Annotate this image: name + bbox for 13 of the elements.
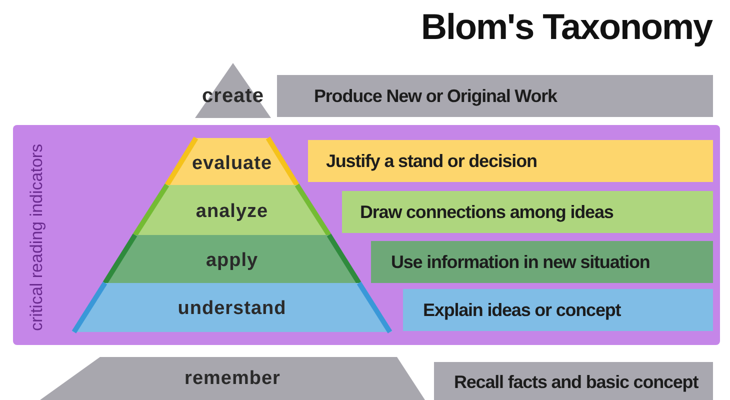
level-label: apply — [206, 250, 258, 272]
description-text: Explain ideas or concept — [422, 300, 621, 320]
level-label: remember — [184, 368, 280, 390]
level-label: analyze — [196, 201, 268, 223]
level-label: evaluate — [192, 153, 272, 175]
level-label: understand — [178, 298, 286, 320]
diagram-title: Blom's Taxonomy — [421, 6, 712, 48]
description-text: Draw connections among ideas — [359, 202, 614, 222]
description-text: Use information in new situation — [390, 252, 650, 272]
description-text: Produce New or Original Work — [313, 86, 557, 106]
band-label: critical reading indicators — [27, 142, 47, 333]
description-text: Justify a stand or decision — [325, 150, 537, 172]
description-text: Recall facts and basic concept — [453, 372, 698, 392]
